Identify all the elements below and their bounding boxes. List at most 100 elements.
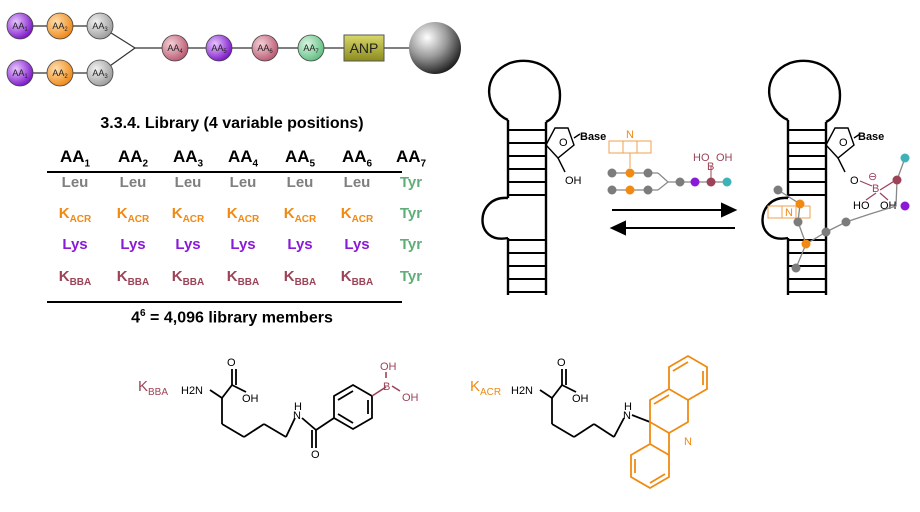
anp-linker-label: ANP: [350, 40, 379, 56]
mini-oh: OH: [716, 152, 733, 164]
kbba-oh2: OH: [402, 392, 419, 404]
library-title: 3.3.4. Library (4 variable positions): [100, 115, 364, 132]
library-cell-r4-c5: KBBA: [283, 268, 317, 288]
rna-hairpin-free: [481, 59, 562, 295]
library-cell-r1-c5: Leu: [286, 174, 314, 191]
library-header-3: AA3: [172, 147, 204, 170]
library-cell-r2-c4: KACR: [226, 205, 260, 225]
kbba-n: N: [293, 410, 301, 422]
bead-aa1: [6, 12, 34, 40]
library-cell-r4-c4: KBBA: [226, 268, 260, 288]
library-header-5: AA5: [284, 147, 316, 170]
kacr-o-top: O: [557, 357, 566, 369]
kbba-b: B: [383, 381, 390, 393]
rna-hairpin-free-rungs: [508, 129, 546, 293]
kacr-nh2: H2N: [511, 385, 533, 397]
kacr-ring-n: N: [684, 436, 692, 448]
bead-aa4-label: AA4: [167, 43, 183, 55]
bead-aa2-label: AA2: [52, 21, 68, 33]
kacr-label: KACR: [470, 378, 502, 398]
kacr-structure: [539, 369, 651, 438]
base-label-right: Base: [858, 131, 884, 143]
bead-aa4: [161, 34, 189, 62]
ribose-o-right: O: [839, 137, 848, 149]
kbba-o-top: O: [227, 357, 236, 369]
mini-acr-n: N: [626, 129, 634, 141]
bead-aa3-b-label: AA3: [92, 68, 108, 80]
kbba-oh: OH: [242, 393, 259, 405]
bound-acr-n: N: [785, 207, 793, 219]
ribose-o-left: O: [559, 137, 568, 149]
anp-linker-box: [343, 34, 385, 62]
kacr-acridine: [630, 354, 708, 490]
library-cell-r2-c6: KACR: [340, 205, 374, 225]
kbba-o-bottom: O: [311, 449, 320, 461]
kbba-nh2: H2N: [181, 385, 203, 397]
bead-aa6-label: AA6: [257, 43, 273, 55]
bead-aa7-label: AA7: [303, 43, 319, 55]
kacr-h: H: [624, 401, 632, 413]
library-header-7: AA7: [395, 147, 427, 170]
library-header-4: AA4: [227, 147, 259, 170]
bead-aa3-label: AA3: [92, 21, 108, 33]
kacr-n: N: [623, 410, 631, 422]
kbba-oh1: OH: [380, 361, 397, 373]
ribose-left: [545, 127, 581, 173]
ribose-right: [825, 127, 861, 173]
bead-aa5-label: AA5: [211, 43, 227, 55]
resin-bead: [409, 22, 461, 74]
equilibrium-arrows: [609, 202, 738, 236]
library-cell-r2-c7: Tyr: [399, 205, 423, 222]
bead-aa5: [205, 34, 233, 62]
kbba-structure: [209, 369, 373, 448]
library-cell-r3-c2: Lys: [120, 236, 146, 253]
mini-ho: HO: [693, 152, 710, 164]
library-cell-r2-c5: KACR: [283, 205, 317, 225]
library-cell-r3-c4: Lys: [230, 236, 256, 253]
library-cell-r1-c4: Leu: [229, 174, 257, 191]
library-header-2: AA2: [117, 147, 149, 170]
boronate-ho: HO: [853, 200, 870, 212]
kbba-label: KBBA: [138, 378, 169, 398]
library-cell-r1-c2: Leu: [119, 174, 147, 191]
boronate-minus: ⊖: [868, 171, 877, 183]
library-header-rule: [47, 171, 402, 173]
library-cell-r2-c1: KACR: [58, 205, 92, 225]
library-cell-r2-c3: KACR: [171, 205, 205, 225]
library-cell-r1-c3: Leu: [174, 174, 202, 191]
bead-row-top: AA1 AA2 AA3: [6, 12, 114, 40]
ribose-o2-right: O: [850, 175, 859, 187]
library-cell-r3-c3: Lys: [175, 236, 201, 253]
library-header-6: AA6: [341, 147, 373, 170]
kbba-h: H: [294, 401, 302, 413]
mini-ligand: N B HO OH: [607, 129, 733, 195]
library-cell-r3-c6: Lys: [344, 236, 370, 253]
base-label-left: Base: [580, 131, 606, 143]
bound-ligand: N: [767, 153, 910, 273]
library-footer-rule: [47, 301, 402, 303]
library-cell-r3-c5: Lys: [287, 236, 313, 253]
library-cell-r4-c1: KBBA: [58, 268, 92, 288]
rna-hairpin-bound: [761, 59, 842, 295]
kacr-oh: OH: [572, 393, 589, 405]
library-cell-r4-c3: KBBA: [171, 268, 205, 288]
library-cell-r1-c1: Leu: [61, 174, 89, 191]
library-cell-r2-c2: KACR: [116, 205, 150, 225]
library-cell-r3-c1: Lys: [62, 236, 88, 253]
bead-row-main: AA4 AA5 AA6 AA7 ANP: [161, 22, 461, 74]
library-cell-r3-c7: Tyr: [399, 236, 423, 253]
library-cell-r1-c6: Leu: [343, 174, 371, 191]
bead-aa3-b: [86, 59, 114, 87]
library-cell-r4-c7: Tyr: [399, 268, 423, 285]
bead-aa7: [297, 34, 325, 62]
library-cell-r1-c7: Tyr: [399, 174, 423, 191]
bead-aa2-b-label: AA2: [52, 68, 68, 80]
library-cell-r4-c2: KBBA: [116, 268, 150, 288]
kbba-boronic: [371, 372, 401, 397]
ribose-oh-left: OH: [565, 175, 582, 187]
library-summary: 46 = 4,096 library members: [131, 308, 333, 327]
library-cell-r4-c6: KBBA: [340, 268, 374, 288]
boronate-b: B: [872, 183, 879, 195]
bead-aa1-b-label: AA1: [12, 68, 28, 80]
